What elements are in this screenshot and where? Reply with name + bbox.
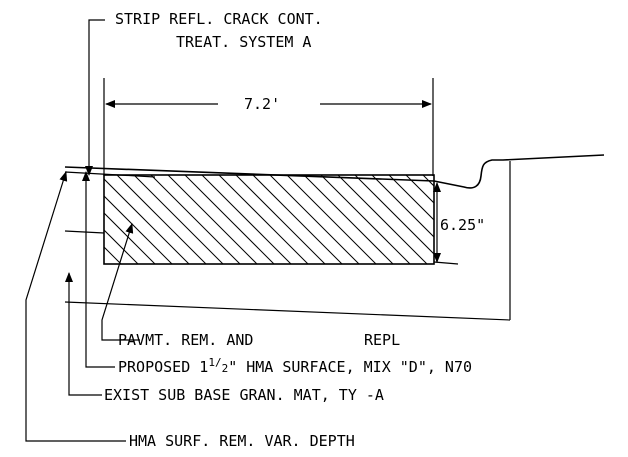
hatch-line bbox=[491, 175, 580, 264]
hatch-line bbox=[354, 175, 434, 255]
hatch-line bbox=[104, 229, 139, 264]
hatch-line bbox=[167, 175, 258, 264]
hatch-line bbox=[303, 175, 394, 264]
proposed-hma-label: PROPOSED 11/2" HMA SURFACE, MIX "D", N70 bbox=[118, 356, 472, 376]
pavement-removal-area bbox=[103, 174, 435, 265]
sub-base-leader-line bbox=[65, 272, 102, 396]
depth-dimension-label: 6.25" bbox=[440, 216, 485, 234]
hatch-line bbox=[104, 178, 190, 264]
hatch-line bbox=[508, 175, 597, 264]
hatch-line bbox=[201, 175, 292, 264]
hatch-line bbox=[218, 175, 309, 264]
hatch-line bbox=[337, 175, 428, 264]
pavement-surface-line bbox=[64, 166, 435, 182]
hatch-line bbox=[184, 175, 275, 264]
hatch-line bbox=[371, 175, 434, 238]
proposed-hma-leader-line bbox=[82, 171, 115, 368]
hatch-line bbox=[320, 175, 411, 264]
hma-surf-rem-label: HMA SURF. REM. VAR. DEPTH bbox=[129, 432, 355, 450]
base-layer-line-left bbox=[64, 230, 105, 234]
hma-surf-rem-leader-line bbox=[25, 171, 126, 442]
base-layer-line-right bbox=[433, 261, 459, 265]
sub-base-label: EXIST SUB BASE GRAN. MAT, TY -A bbox=[104, 386, 384, 404]
pavmt-rem-leader-line bbox=[101, 223, 140, 341]
hatch-line bbox=[104, 195, 173, 264]
strip-label-line2: TREAT. SYSTEM A bbox=[176, 33, 311, 51]
curb-profile bbox=[433, 154, 605, 189]
hatch-line bbox=[474, 175, 563, 264]
hatch-line bbox=[104, 212, 156, 264]
hatch-line bbox=[150, 175, 241, 264]
hatch-line bbox=[116, 175, 207, 264]
strip-leader-line bbox=[85, 19, 105, 176]
pavmt-rem-label: PAVMT. REM. AND bbox=[118, 331, 253, 349]
hatch-line bbox=[104, 263, 105, 264]
strip-label-line1: STRIP REFL. CRACK CONT. bbox=[115, 10, 323, 28]
subbase-layer-line bbox=[64, 301, 511, 321]
hatch-line bbox=[235, 175, 326, 264]
hatch-line bbox=[405, 175, 434, 204]
hatch-pattern bbox=[104, 175, 597, 264]
hatch-line bbox=[388, 175, 434, 221]
width-dimension-label: 7.2' bbox=[244, 95, 280, 113]
hatch-line bbox=[133, 175, 224, 264]
hatch-line bbox=[286, 175, 377, 264]
hatch-line bbox=[269, 175, 360, 264]
hatch-line bbox=[104, 246, 122, 264]
repl-label: REPL bbox=[364, 331, 400, 349]
hatch-line bbox=[252, 175, 343, 264]
